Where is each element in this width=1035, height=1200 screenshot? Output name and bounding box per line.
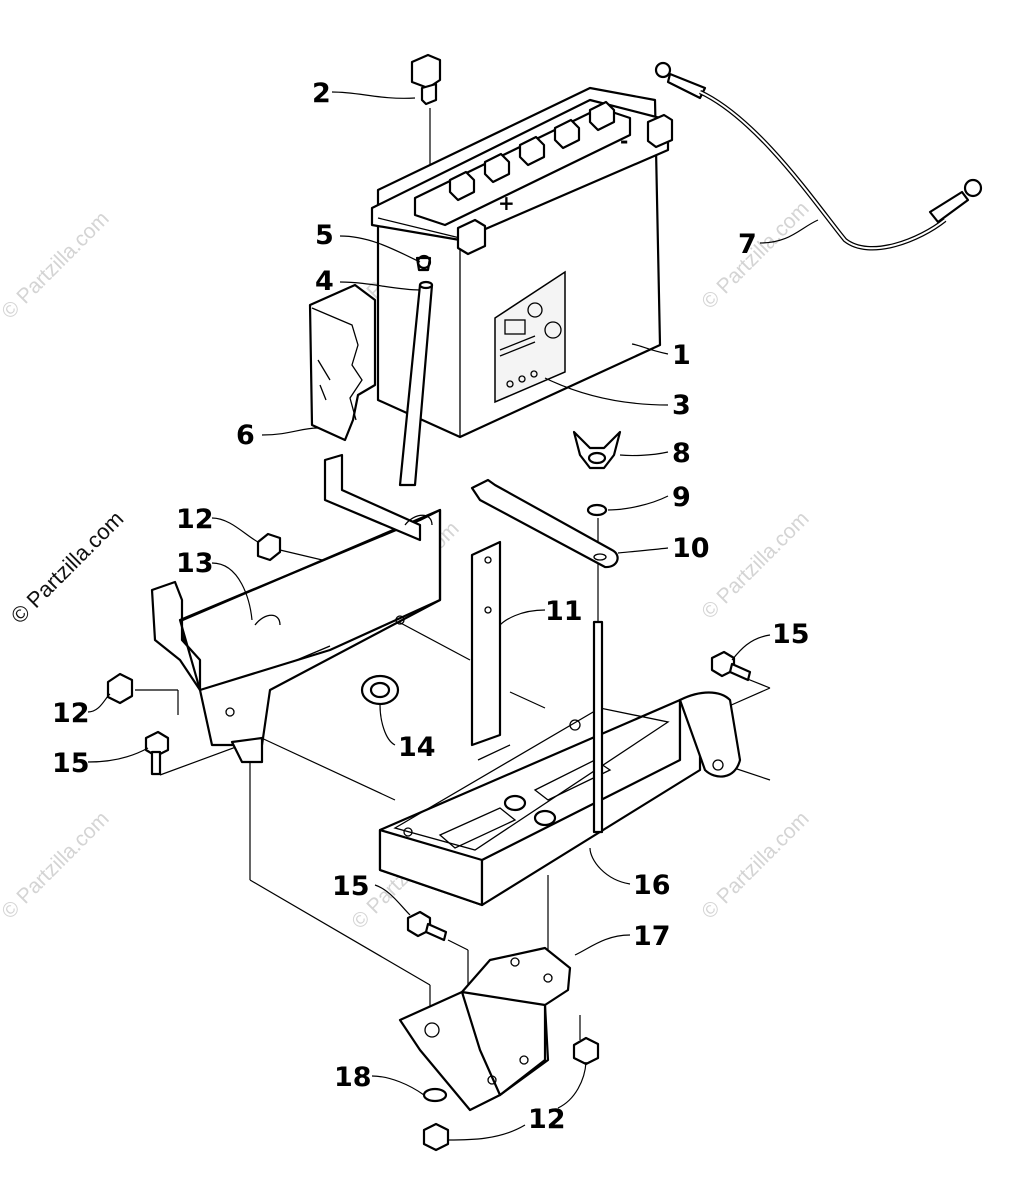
callout-14: 14 [398, 732, 436, 763]
callout-12-upper: 12 [176, 504, 214, 535]
flange-bolt-right [710, 650, 752, 682]
watermark-main: © Partzilla.com [6, 506, 129, 629]
callout-12-bottom: 12 [528, 1104, 566, 1135]
lower-bracket [398, 946, 572, 1112]
flange-bolt-left [144, 730, 170, 776]
callout-4: 4 [315, 266, 334, 297]
callout-15-bottom: 15 [332, 871, 370, 902]
battery-cable [654, 61, 983, 251]
callout-15-right: 15 [772, 619, 810, 650]
battery-pad [308, 283, 377, 442]
battery-label-decal [494, 270, 566, 404]
callout-13: 13 [176, 548, 214, 579]
callout-9: 9 [672, 482, 691, 513]
hold-down-strap [470, 540, 502, 747]
battery-bracket [150, 453, 442, 764]
callout-7: 7 [738, 229, 757, 260]
callout-12-left: 12 [52, 698, 90, 729]
callout-6: 6 [236, 420, 255, 451]
callout-11: 11 [545, 596, 583, 627]
flange-nut-bottom [422, 1122, 450, 1152]
flange-nut-left [106, 672, 134, 705]
callout-18: 18 [334, 1062, 372, 1093]
callout-2: 2 [312, 78, 331, 109]
callout-17: 17 [633, 921, 671, 952]
callout-3: 3 [672, 390, 691, 421]
callout-leaders [87, 91, 819, 1141]
callout-8: 8 [672, 438, 691, 469]
callout-5: 5 [315, 220, 334, 251]
watermark-tile: © Partzilla.com [0, 207, 114, 323]
strap-plate [470, 478, 619, 569]
watermark-tile: © Partzilla.com [697, 807, 813, 923]
battery-plus-mark: + [498, 191, 515, 215]
flange-nut-upper [256, 532, 282, 562]
washer [586, 503, 608, 517]
battery-terminal-negative [646, 113, 674, 149]
battery-caps [448, 100, 616, 202]
callout-15-left: 15 [52, 748, 90, 779]
watermark-tile: © Partzilla.com [0, 807, 114, 923]
watermark-tile: © Partzilla.com [697, 507, 813, 623]
vent-hose-clip [415, 254, 432, 272]
battery: + - [370, 86, 674, 439]
vent-plug [410, 53, 442, 106]
battery-terminal-positive [456, 218, 487, 256]
threaded-stud [592, 620, 604, 834]
callout-10: 10 [672, 533, 710, 564]
battery-minus-mark: - [620, 129, 628, 153]
wing-nut [572, 430, 622, 470]
callout-16: 16 [633, 870, 671, 901]
grommet [360, 674, 400, 706]
callout-numbers: 2 5 4 6 7 1 3 8 9 10 11 12 13 14 12 15 1… [52, 78, 810, 1135]
flange-nut-lower-right [572, 1036, 600, 1066]
flange-bolt-bottom [406, 910, 448, 942]
flat-washer [422, 1087, 448, 1103]
callout-1: 1 [672, 340, 691, 371]
battery-tray [378, 691, 742, 907]
